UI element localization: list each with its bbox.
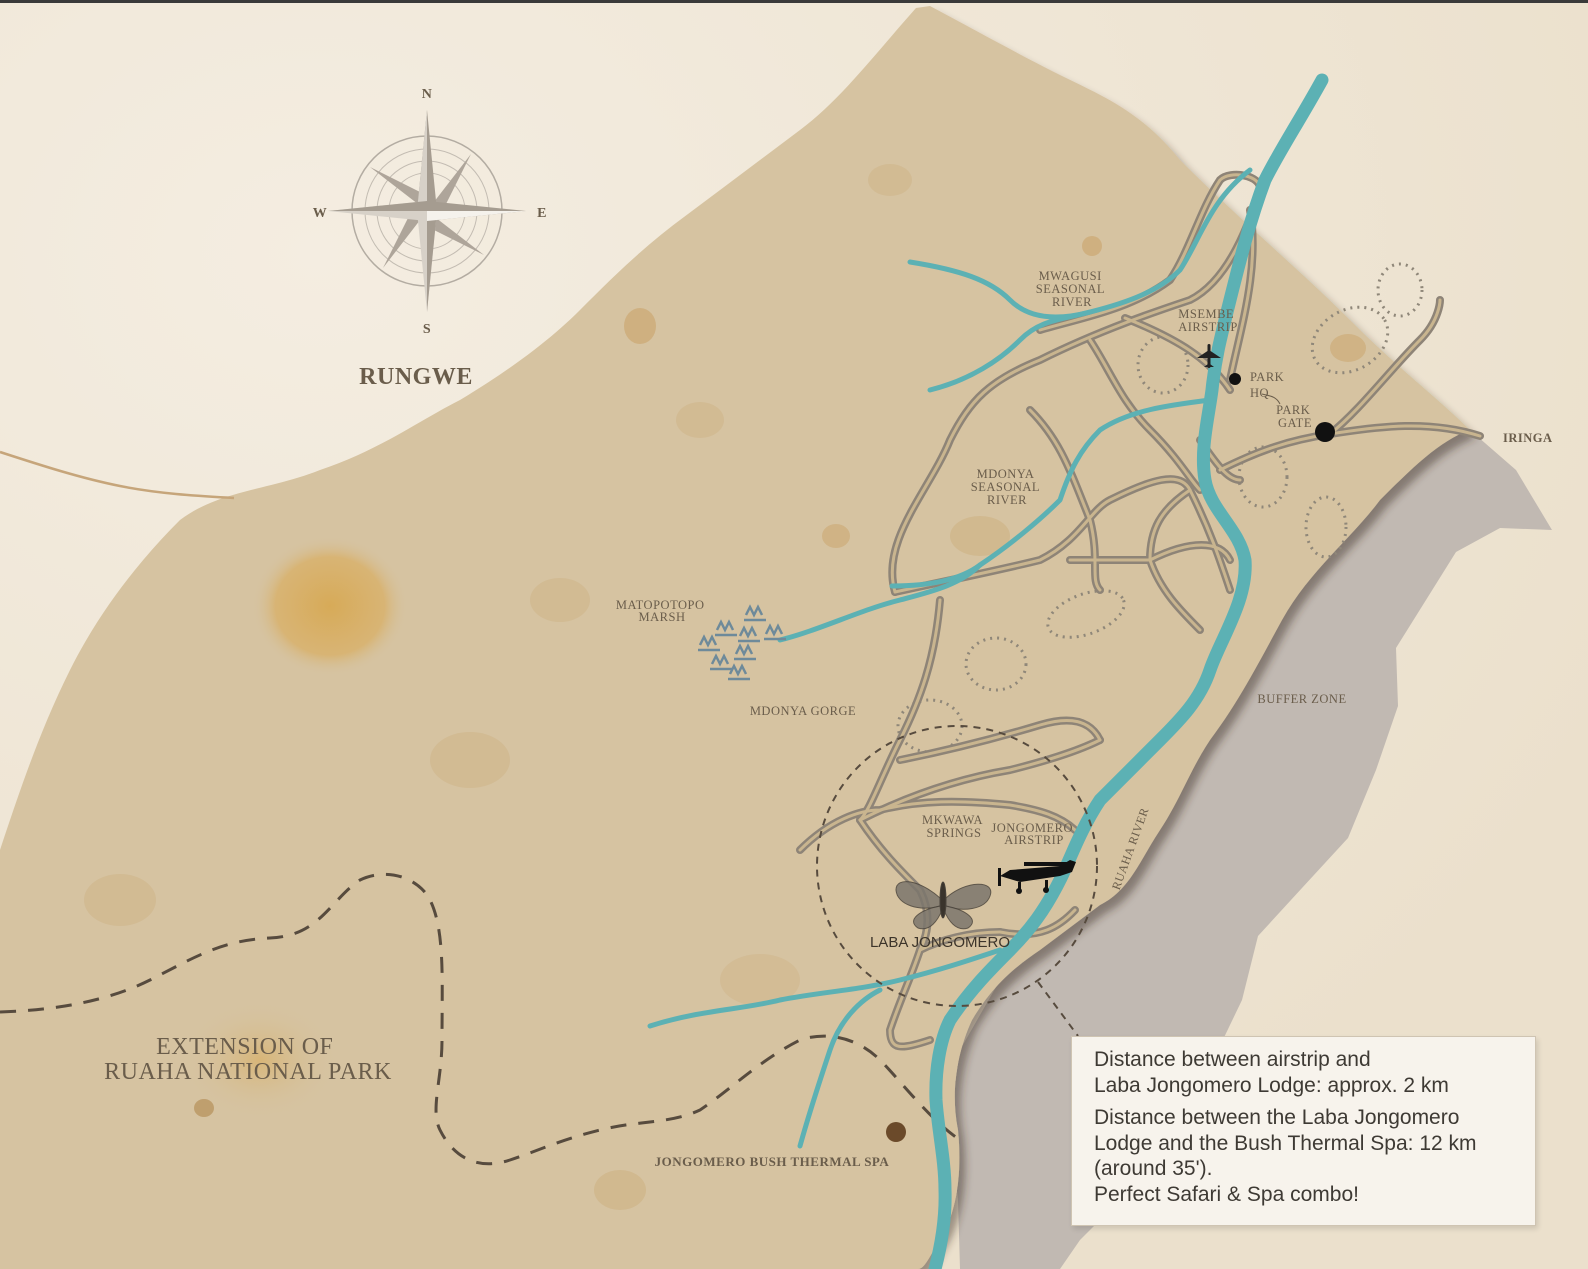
info-line: Laba Jongomero Lodge: approx. 2 km [1094, 1073, 1449, 1097]
info-leader-line [1037, 981, 1079, 1037]
info-paragraph-spa: Distance between the Laba Jongomero Lodg… [1094, 1105, 1517, 1207]
compass-rose: N S E W [313, 87, 547, 337]
label-msembe-2: AIRSTRIP [1178, 320, 1238, 334]
info-line: Perfect Safari & Spa combo! [1094, 1182, 1359, 1206]
svg-text:MDONYA SEASONAL RI: MDONYA SEASONAL RIVER [971, 467, 1043, 507]
rungwe-boundary [0, 450, 235, 500]
info-line: Distance between airstrip and [1094, 1048, 1371, 1071]
compass-north: N [422, 87, 433, 102]
label-mkwawa-1: MKWAWA [922, 813, 982, 827]
svg-text:MATOPOTOPO MARSH: MATOPOTOPO MARSH [616, 598, 708, 624]
label-mwagusi-1: MWAGUSI [1039, 269, 1102, 283]
label-iringa: IRINGA [1503, 431, 1553, 445]
distance-info-box: Distance between airstrip and Laba Jongo… [1071, 1036, 1536, 1226]
label-mdonya-3: RIVER [987, 493, 1027, 507]
svg-text:JONGOMERO AIRSTRIP: JONGOMERO AIRSTRIP [991, 821, 1076, 847]
label-park-gate-2: GATE [1278, 416, 1312, 430]
thermal-spa-marker [886, 1122, 906, 1142]
svg-text:EXTENSION OF RUAHA NATIO: EXTENSION OF RUAHA NATIONAL PARK [104, 1034, 392, 1085]
park-land [0, 6, 1470, 1269]
label-msembe-1: MSEMBE [1178, 307, 1234, 321]
label-jongomero-airstrip-2: AIRSTRIP [1004, 833, 1064, 847]
compass-east: E [537, 206, 547, 221]
label-extension-1: EXTENSION OF [156, 1034, 333, 1060]
compass-south: S [423, 322, 431, 337]
airplane-icon [1197, 344, 1221, 368]
park-hq-leader [1261, 393, 1281, 405]
svg-text:MWAGUSI SEASONAL R: MWAGUSI SEASONAL RIVER [1036, 269, 1108, 309]
label-mdonya-2: SEASONAL [971, 480, 1040, 494]
land-texture [84, 164, 1366, 1210]
bush-plane-icon [998, 860, 1076, 894]
label-extension-2: RUAHA NATIONAL PARK [104, 1059, 392, 1085]
svg-text:PARK GATE: PARK GATE [1276, 403, 1314, 430]
mdonya-river [889, 397, 1213, 589]
info-line: (around 35'). [1094, 1157, 1213, 1180]
info-line: Lodge and the Bush Thermal Spa: 12 km [1094, 1131, 1477, 1155]
info-line: Distance between the Laba Jongomero [1094, 1106, 1460, 1129]
label-laba-jongomero: LABA JONGOMERO [870, 934, 1010, 951]
matopotopo-stream [777, 562, 983, 643]
southern-stream-branch [797, 987, 883, 1149]
southern-stream [647, 947, 1003, 1029]
label-mwagusi-3: RIVER [1052, 295, 1092, 309]
marsh-icon [698, 604, 786, 681]
park-gate-marker [1315, 422, 1335, 442]
label-jongomero-airstrip-1: JONGOMERO [991, 821, 1073, 835]
road-network [796, 170, 1484, 1051]
svg-text:MKWAWA SPRINGS: MKWAWA SPRINGS [922, 813, 986, 840]
svg-text:PARK HQ: PARK HQ [1250, 370, 1288, 400]
park-hq-marker [1229, 373, 1241, 385]
label-matopotopo-2: MARSH [639, 610, 686, 624]
label-rungwe: RUNGWE [359, 364, 473, 390]
butterfly-logo-icon [895, 881, 992, 930]
label-park-gate-1: PARK [1276, 403, 1310, 417]
svg-text:MSEMBE AIRSTRIP: MSEMBE AIRSTRIP [1178, 307, 1238, 334]
lodge-radius-circle [816, 725, 1098, 1007]
top-border [0, 0, 1588, 3]
label-thermal-spa: JONGOMERO BUSH THERMAL SPA [655, 1154, 890, 1169]
mwagusi-river-branch [927, 309, 1093, 393]
label-matopotopo-1: MATOPOTOPO [616, 598, 705, 612]
label-mdonya-gorge: MDONYA GORGE [750, 704, 856, 718]
label-buffer-zone: BUFFER ZONE [1257, 692, 1346, 706]
label-mdonya-1: MDONYA [977, 467, 1034, 481]
rivers [647, 73, 1329, 1269]
ruaha-river [928, 73, 1329, 1269]
label-mwagusi-2: SEASONAL [1036, 282, 1105, 296]
label-mkwawa-2: SPRINGS [927, 826, 982, 840]
label-park-hq-2: HQ [1250, 386, 1269, 400]
compass-west: W [313, 206, 328, 221]
extension-boundary [0, 872, 961, 1166]
label-park-hq-1: PARK [1250, 370, 1284, 384]
info-paragraph-airstrip: Distance between airstrip and Laba Jongo… [1094, 1047, 1517, 1098]
